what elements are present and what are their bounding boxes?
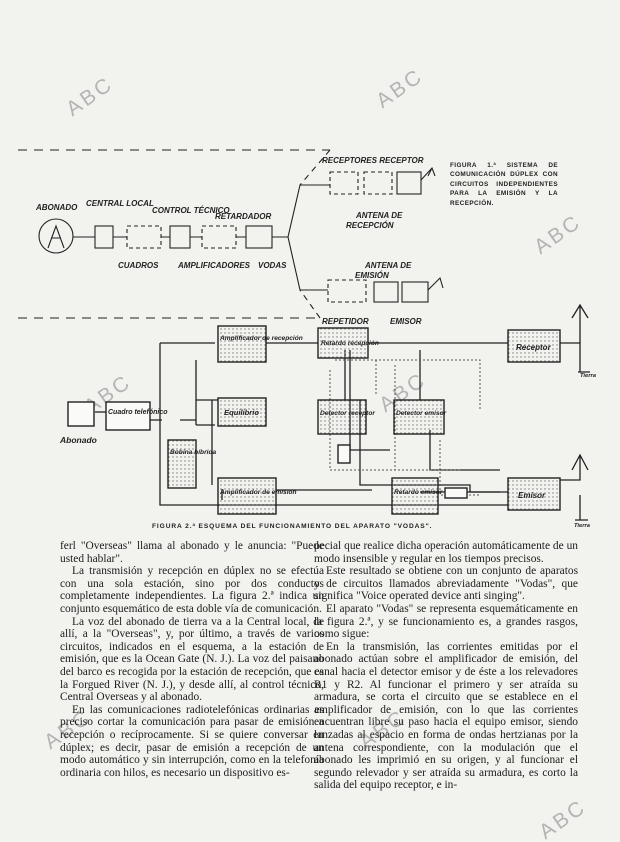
label-abonado: Abonado bbox=[59, 435, 97, 445]
label-retardador: RETARDADOR bbox=[215, 212, 272, 221]
label-receptores: RECEPTORES RECEPTOR bbox=[322, 156, 424, 165]
label-vodas: VODAS bbox=[258, 261, 287, 270]
figure2-caption: FIGURA 2.ª ESQUEMA DEL FUNCIONAMIENTO DE… bbox=[152, 523, 433, 530]
label-detector-receptor: Detector receptor bbox=[320, 410, 375, 417]
label-emisor: EMISOR bbox=[390, 317, 422, 326]
label-retardo-emisor: Retardo emisor bbox=[394, 489, 443, 496]
label-equilibrio: Equilibrio bbox=[224, 408, 259, 417]
paragraph: La transmisión y recepción en dúplex no … bbox=[60, 565, 324, 615]
paragraph: pecial que realice dicha operación autom… bbox=[314, 540, 578, 565]
label-bobina: Bobina híbrida bbox=[170, 449, 216, 456]
label-antena-recepcion-2: RECEPCIÓN bbox=[346, 221, 394, 230]
label-antena-emision-1: ANTENA DE bbox=[364, 261, 412, 270]
label-amp-emision: Amplificador de emisión bbox=[219, 489, 297, 496]
paragraph: Este resultado se obtiene con un conjunt… bbox=[314, 565, 578, 603]
label-retardo-recepcion: Retardo recepción bbox=[321, 340, 379, 347]
label-control-tecnico: CONTROL TÉCNICO bbox=[152, 206, 230, 215]
paragraph: En las comunicaciones radiotelefónicas o… bbox=[60, 703, 324, 779]
label-amp-recepcion: Amplificador de recepción bbox=[219, 335, 303, 342]
label-tierra: Tierra bbox=[574, 523, 591, 529]
label-antena-emision-2: EMISIÓN bbox=[355, 271, 389, 280]
label-detector-emisor: Detector emisor bbox=[396, 410, 447, 417]
label-tierra: Tierra bbox=[580, 373, 597, 379]
body-column-right: pecial que realice dicha operación autom… bbox=[314, 540, 578, 792]
figure1-caption: FIGURA 1.ª SISTEMA DE COMUNICACIÓN DÚPLE… bbox=[450, 162, 558, 207]
label-antena-recepcion-1: ANTENA DE bbox=[355, 211, 403, 220]
label-cuadro: Cuadro telefónico bbox=[108, 409, 168, 416]
label-cuadros: CUADROS bbox=[118, 261, 159, 270]
label-abonado: ABONADO bbox=[35, 203, 78, 212]
figure1-diagram: ABONADO CENTRAL LOCAL CONTROL TÉCNICO RE… bbox=[18, 149, 444, 326]
label-amplificadores: AMPLIFICADORES bbox=[177, 261, 251, 270]
paragraph: La voz del abonado de tierra va a la Cen… bbox=[60, 615, 324, 704]
paragraph: En la transmisión, las corrientes emitid… bbox=[314, 640, 578, 792]
paragraph: ferl "Overseas" llama al abonado y le an… bbox=[60, 540, 324, 565]
figure2-diagram: Abonado Cuadro telefónico Amplificador d… bbox=[59, 303, 597, 529]
label-central-local: CENTRAL LOCAL bbox=[86, 199, 154, 208]
label-receptor: Receptor bbox=[516, 343, 552, 352]
label-repetidor: REPETIDOR bbox=[322, 317, 369, 326]
watermark: ABC bbox=[535, 795, 591, 842]
body-column-left: ferl "Overseas" llama al abonado y le an… bbox=[60, 540, 324, 779]
paragraph: El aparato "Vodas" se representa esquemá… bbox=[314, 602, 578, 641]
label-emisor: Emisor bbox=[518, 491, 546, 500]
